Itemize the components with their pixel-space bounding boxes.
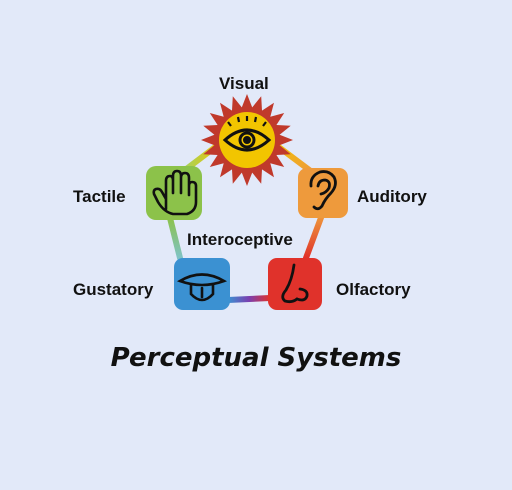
connector-auditory-olfactory <box>303 212 325 261</box>
diagram-title: Perceptual Systems <box>110 343 402 373</box>
eye-icon <box>222 116 272 152</box>
label-gustatory: Gustatory <box>73 280 154 299</box>
node-gustatory <box>174 258 230 310</box>
label-interoceptive: Interoceptive <box>187 230 293 249</box>
connector-gustatory-tactile <box>167 215 183 261</box>
hand-icon <box>152 169 198 216</box>
label-visual: Visual <box>219 74 269 93</box>
node-visual <box>201 94 293 186</box>
node-olfactory <box>268 258 322 310</box>
node-tactile <box>146 166 202 220</box>
label-auditory: Auditory <box>357 187 427 206</box>
ear-icon <box>309 170 337 211</box>
label-olfactory: Olfactory <box>336 280 411 299</box>
tongue-icon <box>176 273 228 302</box>
connector-olfactory-gustatory <box>225 295 273 303</box>
nose-icon <box>281 263 309 304</box>
node-auditory <box>298 168 348 218</box>
label-tactile: Tactile <box>73 187 126 206</box>
